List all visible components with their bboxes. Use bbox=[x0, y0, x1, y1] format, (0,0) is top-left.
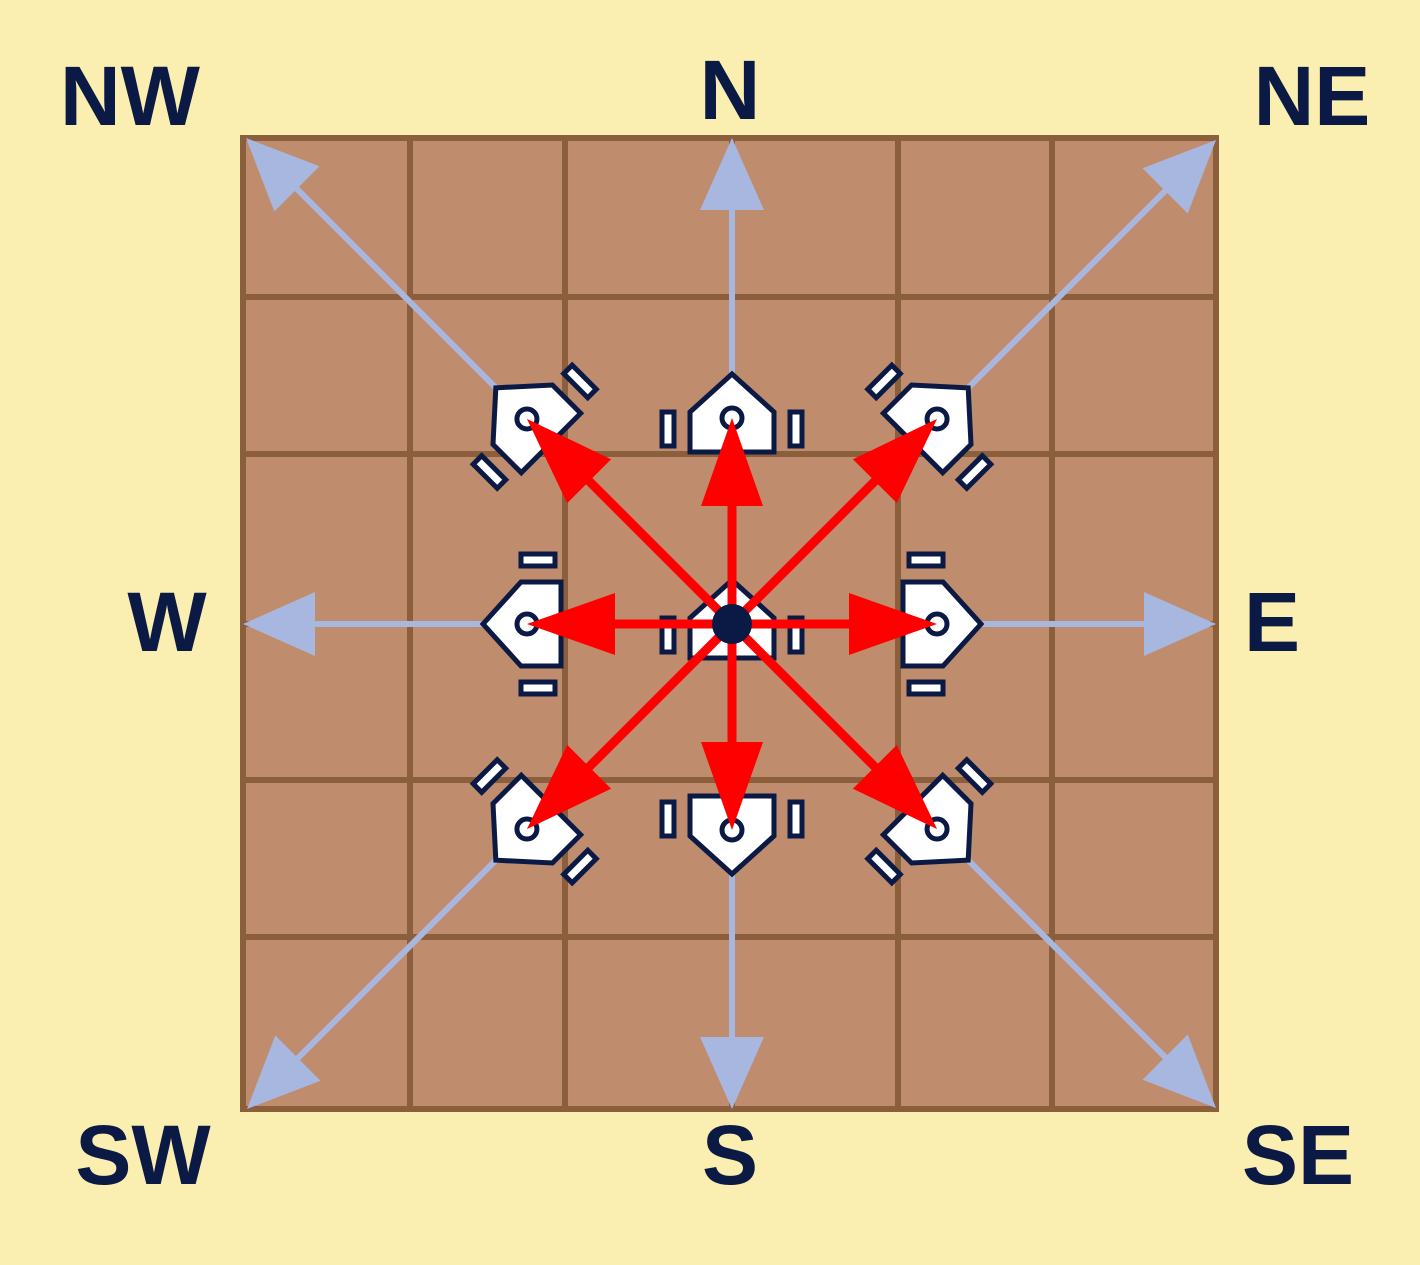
compass-arrow-w-head bbox=[243, 592, 315, 656]
label-se: SE bbox=[1241, 1108, 1355, 1202]
compass-arrow-nw-head bbox=[246, 138, 320, 212]
label-w: W bbox=[127, 575, 207, 669]
label-e: E bbox=[1243, 575, 1301, 669]
move-arrow-se-head bbox=[852, 744, 938, 830]
label-sw: SW bbox=[75, 1108, 211, 1202]
move-arrow-n-head bbox=[701, 418, 763, 506]
compass-arrow-se-shaft bbox=[934, 826, 1169, 1061]
compass-arrow-sw-shaft bbox=[294, 826, 530, 1062]
compass-arrow-s-head bbox=[700, 1037, 764, 1109]
move-arrow-w-head bbox=[527, 593, 615, 655]
move-arrow-nw-shaft bbox=[584, 476, 736, 628]
center-dot-icon bbox=[712, 604, 752, 644]
move-arrow-nw-head bbox=[526, 418, 612, 504]
compass-arrow-e-head bbox=[1144, 592, 1216, 656]
compass-arrow-se-head bbox=[1142, 1034, 1216, 1108]
move-arrow-e-head bbox=[849, 593, 937, 655]
compass-arrow-nw-shaft bbox=[293, 185, 530, 422]
move-arrows bbox=[526, 418, 938, 830]
move-arrow-sw-shaft bbox=[584, 620, 736, 772]
label-nw: NW bbox=[60, 49, 200, 143]
move-arrow-s-head bbox=[701, 742, 763, 830]
move-arrow-ne-head bbox=[852, 418, 938, 504]
label-s: S bbox=[701, 1108, 759, 1202]
compass-arrow-ne-head bbox=[1142, 140, 1216, 214]
label-ne: NE bbox=[1253, 49, 1371, 143]
compass-arrow-ne-shaft bbox=[934, 187, 1169, 422]
compass-arrow-n-head bbox=[700, 138, 764, 210]
label-n: N bbox=[699, 43, 761, 137]
move-arrow-sw-head bbox=[526, 744, 612, 830]
compass-arrow-sw-head bbox=[247, 1035, 321, 1109]
move-arrow-se-shaft bbox=[728, 620, 880, 772]
move-arrow-ne-shaft bbox=[728, 476, 880, 628]
